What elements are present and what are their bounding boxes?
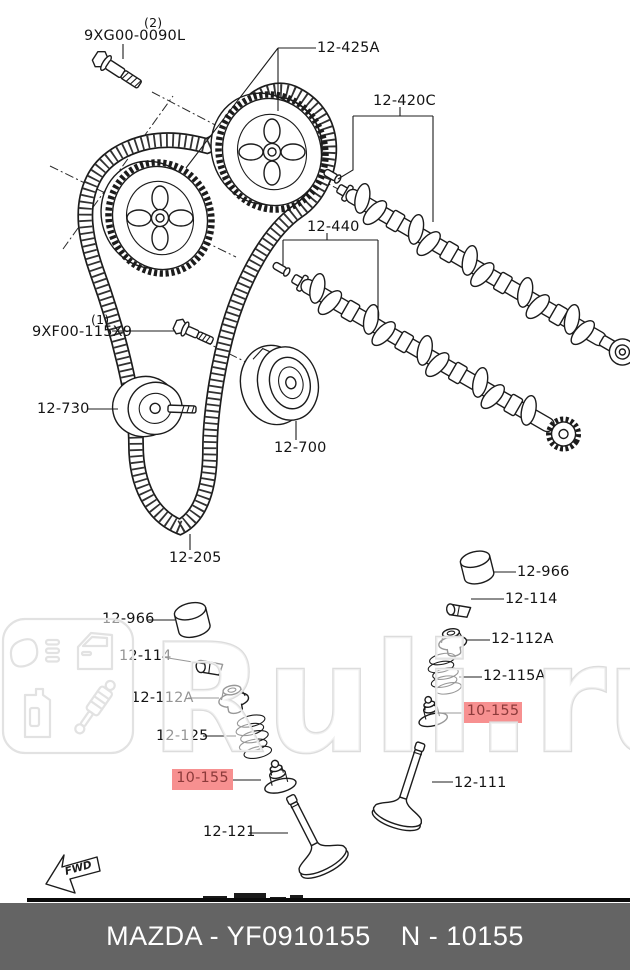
- fwd-arrow: FWD: [45, 854, 101, 894]
- label-left-tappet[interactable]: 12-966: [102, 611, 155, 627]
- label-timing-belt[interactable]: 12-205: [169, 550, 222, 566]
- valve-right-drawing: [371, 741, 426, 832]
- bolt-top-drawing: [91, 50, 142, 89]
- label-idler-pulley[interactable]: 12-700: [274, 440, 327, 456]
- leader-lines: [88, 44, 516, 834]
- footer-part-number: N - 10155: [400, 921, 524, 951]
- label-bolt-mid[interactable]: 9XF00-115X9: [32, 324, 133, 340]
- label-right-valve-keeper[interactable]: 12-114: [505, 591, 558, 607]
- label-left-valve[interactable]: 12-121: [203, 824, 256, 840]
- footer-catalog-reference: MAZDA - YF0910155: [106, 921, 371, 951]
- label-camshaft-intake[interactable]: 12-440: [307, 219, 360, 235]
- cam-front-bolt-exhaust: [323, 168, 342, 184]
- label-bolt-top[interactable]: 9XG00-0090L: [84, 28, 186, 44]
- footer-divider-line: [27, 898, 630, 902]
- label-right-valve[interactable]: 12-111: [454, 775, 507, 791]
- valve-seal-left-drawing: [264, 759, 297, 794]
- parts-diagram: FWD: [45, 44, 630, 902]
- label-right-valve-seal-highlighted[interactable]: 10-155: [464, 702, 522, 723]
- label-bolt-top-qty: (2): [144, 15, 163, 30]
- idler-pulley-drawing: [239, 344, 320, 426]
- valve-seal-right-drawing: [418, 695, 449, 728]
- cam-front-bolt-intake: [272, 261, 291, 277]
- footer-bar: MAZDA - YF0910155 N - 10155: [0, 903, 630, 970]
- label-left-valve-keeper[interactable]: 12-114: [119, 648, 172, 664]
- label-camshaft-exhaust[interactable]: 12-420C: [373, 93, 436, 109]
- tappet-right-drawing: [459, 550, 495, 585]
- valve-spring-right-drawing: [427, 652, 462, 695]
- valve-keeper-right-drawing: [445, 603, 472, 618]
- valve-keeper-left-drawing: [195, 659, 224, 676]
- camshaft-intake-drawing: [291, 272, 582, 452]
- label-left-spring-retainer[interactable]: 12-112A: [131, 690, 194, 706]
- tensioner-drawing: [111, 375, 197, 438]
- valve-spring-left-drawing: [235, 714, 273, 760]
- cam-sprocket-left-drawing: [100, 159, 215, 277]
- bolt-mid-drawing: [172, 318, 214, 345]
- valve-left-drawing: [285, 793, 349, 879]
- label-left-valve-spring[interactable]: 12-125: [156, 728, 209, 744]
- label-right-valve-spring[interactable]: 12-115A: [483, 668, 546, 684]
- label-bolt-mid-qty: (1): [91, 312, 110, 327]
- label-belt-tensioner[interactable]: 12-730: [37, 401, 90, 417]
- label-right-tappet[interactable]: 12-966: [517, 564, 570, 580]
- label-right-spring-retainer[interactable]: 12-112A: [491, 631, 554, 647]
- label-cam-sprocket[interactable]: 12-425A: [317, 40, 380, 56]
- spring-retainer-left-drawing: [218, 684, 250, 715]
- tappet-left-drawing: [173, 601, 211, 639]
- camshaft-exhaust-drawing: [336, 182, 630, 366]
- cam-sprocket-right-drawing: [210, 91, 329, 213]
- label-left-valve-seal-highlighted[interactable]: 10-155: [172, 769, 233, 790]
